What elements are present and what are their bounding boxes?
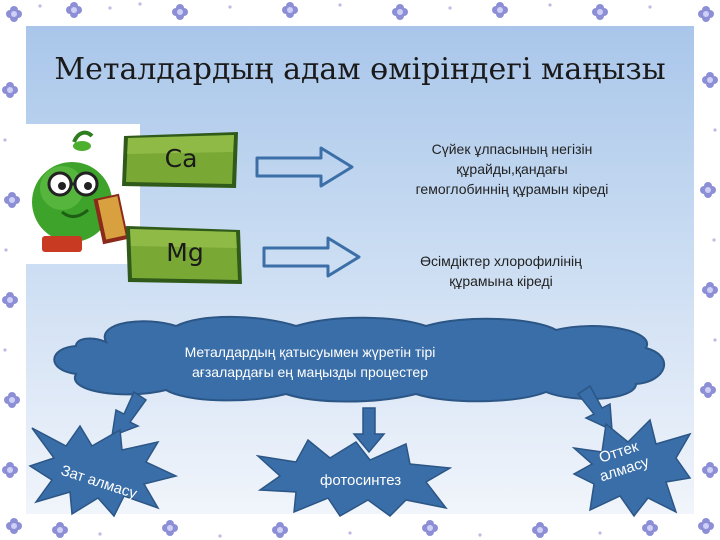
calcium-description-line: гемоглобиннің құрамын кіреді (415, 181, 609, 197)
element-tile-magnesium: Mg (126, 226, 244, 284)
slide-title: Металдардың адам өміріндегі маңызы (54, 52, 666, 87)
tile-background (122, 132, 238, 188)
tile-background (126, 226, 242, 284)
calcium-description: Сүйек ұлпасының негізін құрайды,қандағы … (378, 139, 646, 199)
arrow-right-icon (255, 146, 354, 188)
magnesium-description-line: Өсімдіктер хлорофилінің (420, 253, 582, 269)
arrow-down-left-icon (111, 390, 148, 438)
mascot-illustration (22, 124, 140, 264)
burst-shape-center (256, 438, 452, 517)
magnesium-description: Өсімдіктер хлорофилінің құрамына кіреді (376, 251, 626, 291)
process-cloud (53, 316, 666, 403)
arrow-down-right-icon (576, 384, 613, 432)
calcium-description-line: құрайды,қандағы (456, 161, 568, 177)
element-symbol-ca: Ca (164, 144, 198, 173)
arrow-down-icon (352, 407, 386, 454)
element-tile-calcium: Ca (122, 132, 240, 190)
calcium-description-line: Сүйек ұлпасының негізін (431, 141, 593, 157)
process-description: Металдардың қатысуымен жүретін тірі ағза… (120, 342, 500, 382)
burst-shape-left (28, 424, 178, 518)
arrow-right-icon (262, 236, 361, 278)
outcome-photosynthesis: фотосинтез (320, 472, 402, 489)
process-line: ағзалардағы ең маңызды процестер (191, 364, 428, 380)
magnesium-description-line: құрамына кіреді (449, 273, 553, 289)
process-line: Металдардың қатысуымен жүретін тірі (184, 344, 436, 360)
element-symbol-mg: Mg (166, 238, 204, 267)
burst-shape-right (572, 418, 692, 518)
